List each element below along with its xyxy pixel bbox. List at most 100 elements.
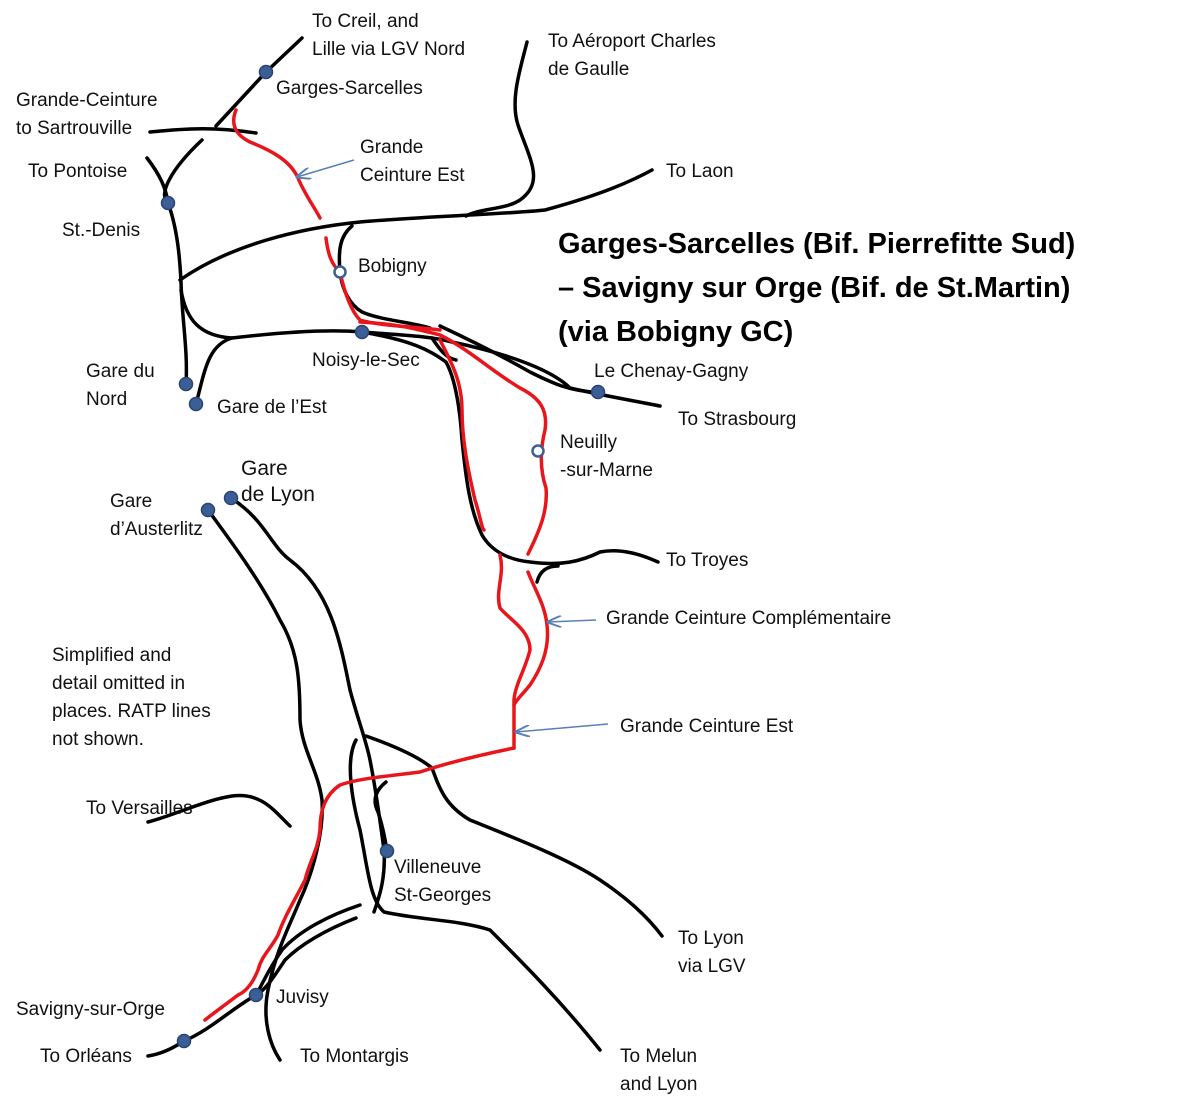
route-segment-complementaire xyxy=(512,570,550,707)
route-segment-villeneuve xyxy=(203,746,516,1022)
track-cdg xyxy=(464,40,536,218)
track-laon xyxy=(178,168,654,282)
arrow-gc-est-top xyxy=(297,159,355,177)
label-gare-du-nord-line2: Nord xyxy=(86,389,128,410)
label-to-lyon-lgv: To Lyon via LGV xyxy=(678,925,746,981)
label-grande-ceinture-west: Grande-Ceinture to Sartrouville xyxy=(16,87,158,143)
label-to-creil: To Creil, and Lille via LGV Nord xyxy=(312,8,465,64)
label-to-melun-line1: To Melun xyxy=(620,1046,698,1067)
station-savigny-dot xyxy=(176,1033,192,1049)
route-segment-valley xyxy=(438,338,486,532)
note-line4: not shown. xyxy=(52,729,144,750)
station-bobigny-dot xyxy=(333,265,347,279)
route-segment-neuilly xyxy=(358,320,549,556)
label-to-melun-line2: and Lyon xyxy=(620,1074,698,1095)
label-savigny: Savigny-sur-Orge xyxy=(16,999,165,1020)
title-line-2: – Savigny sur Orge (Bif. de St.Martin) xyxy=(558,272,1071,304)
label-to-versailles: To Versailles xyxy=(86,798,193,819)
track-lyon-main xyxy=(229,496,387,914)
map-title: Garges-Sarcelles (Bif. Pierrefitte Sud) … xyxy=(558,222,1158,354)
label-gare-de-lyon-line1: Gare xyxy=(241,457,288,480)
label-grande-ceinture-line2: to Sartrouville xyxy=(16,118,133,139)
label-to-strasbourg: To Strasbourg xyxy=(678,409,797,430)
label-gare-de-lyon-line2: de Lyon xyxy=(241,483,315,506)
label-to-cdg-line1: To Aéroport Charles xyxy=(548,31,716,52)
label-to-montargis: To Montargis xyxy=(300,1046,409,1067)
track-juvisy-b xyxy=(254,916,358,997)
track-troyes-branch xyxy=(535,564,560,584)
track-strasbourg-2 xyxy=(438,324,600,394)
label-gare-de-lest: Gare de l’Est xyxy=(217,397,327,418)
station-garges-dot xyxy=(258,64,274,80)
track-nord-main xyxy=(162,138,204,386)
label-gc-est-top-line2: Ceinture Est xyxy=(360,165,465,186)
station-juvisy-dot xyxy=(248,987,264,1003)
label-gare-du-nord-line1: Gare du xyxy=(86,361,155,382)
label-villeneuve: Villeneuve St-Georges xyxy=(394,854,491,910)
title-line-3: (via Bobigny GC) xyxy=(558,316,794,348)
track-grande-ceinture-west xyxy=(148,127,258,135)
track-est-link xyxy=(179,288,234,340)
note-line2: detail omitted in xyxy=(52,673,186,694)
label-arrows xyxy=(297,159,609,732)
note-line3: places. RATP lines xyxy=(52,701,211,722)
station-markers xyxy=(160,64,606,1049)
map-note: Simplified and detail omitted in places.… xyxy=(52,642,211,754)
route-segment-top xyxy=(231,108,322,220)
route-segment-bobigny xyxy=(324,236,442,332)
station-noisy-dot xyxy=(354,324,370,340)
station-chenay-dot xyxy=(590,384,606,400)
label-austerlitz-line1: Gare xyxy=(110,491,153,512)
label-gc-est-bottom: Grande Ceinture Est xyxy=(620,716,794,737)
title-line-1: Garges-Sarcelles (Bif. Pierrefitte Sud) xyxy=(558,228,1076,260)
label-gare-de-lyon: Gare de Lyon xyxy=(241,456,315,508)
label-gc-est-top-line1: Grande xyxy=(360,137,424,158)
station-villeneuve-dot xyxy=(379,843,395,859)
label-gare-du-nord: Gare du Nord xyxy=(86,358,155,414)
label-st-denis: St.-Denis xyxy=(62,220,141,241)
route-segment-left xyxy=(496,553,532,750)
track-lyon-lgv xyxy=(364,734,664,938)
label-to-melun: To Melun and Lyon xyxy=(620,1043,697,1099)
label-villeneuve-line2: St-Georges xyxy=(394,885,492,906)
label-neuilly: Neuilly -sur-Marne xyxy=(560,429,653,485)
station-gare-de-lyon-dot xyxy=(223,490,239,506)
label-gc-complementaire: Grande Ceinture Complémentaire xyxy=(606,608,892,629)
label-neuilly-line2: -sur-Marne xyxy=(560,460,653,481)
label-juvisy: Juvisy xyxy=(276,987,329,1008)
label-chenay: Le Chenay-Gagny xyxy=(594,361,749,382)
track-versailles xyxy=(146,793,292,828)
label-gc-est-top: Grande Ceinture Est xyxy=(360,134,465,190)
station-st-denis-dot xyxy=(160,195,176,211)
label-villeneuve-line1: Villeneuve xyxy=(394,857,482,878)
label-to-orleans: To Orléans xyxy=(40,1046,132,1067)
note-line1: Simplified and xyxy=(52,645,172,666)
station-neuilly-dot xyxy=(531,444,545,458)
station-austerlitz-dot xyxy=(200,502,216,518)
track-noisy-link xyxy=(430,336,458,362)
label-to-pontoise: To Pontoise xyxy=(28,161,128,182)
label-to-creil-line2: Lille via LGV Nord xyxy=(312,39,466,60)
label-bobigny: Bobigny xyxy=(358,256,427,277)
label-to-lyon-lgv-line2: via LGV xyxy=(678,956,746,977)
highlighted-route xyxy=(203,108,550,1022)
label-to-laon: To Laon xyxy=(666,161,734,182)
track-villeneuve-link xyxy=(373,780,389,853)
label-garges: Garges-Sarcelles xyxy=(276,78,423,99)
label-to-creil-line1: To Creil, and xyxy=(312,11,419,32)
label-to-lyon-lgv-line1: To Lyon xyxy=(678,928,744,949)
label-austerlitz: Gare d’Austerlitz xyxy=(110,488,203,544)
label-to-troyes: To Troyes xyxy=(666,550,749,571)
label-to-cdg-line2: de Gaulle xyxy=(548,59,630,80)
label-to-cdg: To Aéroport Charles de Gaulle xyxy=(548,28,716,84)
label-noisy: Noisy-le-Sec xyxy=(312,350,420,371)
station-gare-du-nord-dot xyxy=(178,376,194,392)
track-troyes xyxy=(360,330,660,566)
label-neuilly-line1: Neuilly xyxy=(560,432,618,453)
arrow-gc-complementaire xyxy=(548,620,597,622)
track-melun xyxy=(348,738,602,1052)
arrow-gc-est-bottom xyxy=(516,723,609,732)
label-grande-ceinture-line1: Grande-Ceinture xyxy=(16,90,158,111)
